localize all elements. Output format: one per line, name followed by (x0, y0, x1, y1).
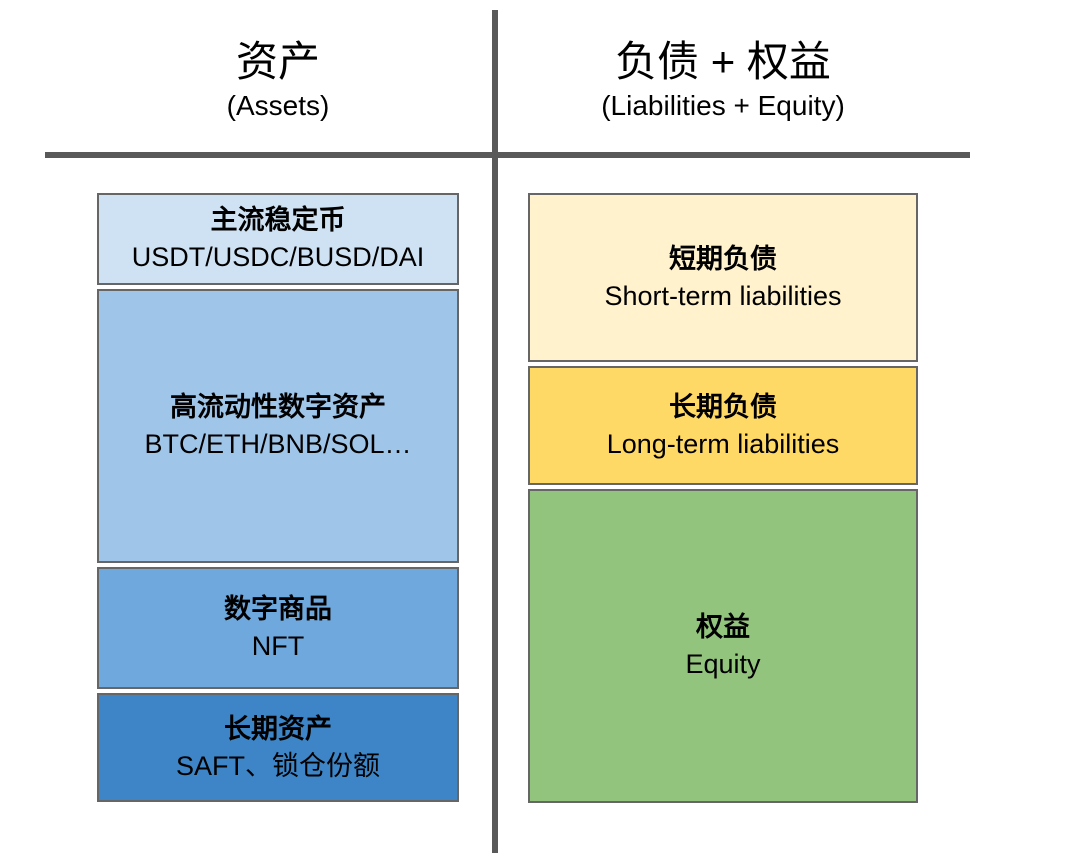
assets-title-en: (Assets) (226, 90, 330, 121)
equity-box: 权益 Equity (528, 489, 918, 803)
assets-column-header: 资产 (Assets) (97, 36, 459, 124)
liabilities-title-zh: 负债 + 权益 (615, 38, 831, 85)
asset-box-stablecoins: 主流稳定币 USDT/USDC/BUSD/DAI (97, 193, 459, 285)
box-title: 主流稳定币 (210, 205, 346, 235)
liabilities-title-en: (Liabilities + Equity) (601, 90, 845, 121)
vertical-divider-line (492, 10, 498, 853)
asset-box-digital-goods: 数字商品 NFT (97, 567, 459, 689)
box-subtitle: Short-term liabilities (604, 280, 842, 311)
box-title: 高流动性数字资产 (170, 392, 386, 422)
box-subtitle: USDT/USDC/BUSD/DAI (131, 242, 425, 272)
assets-box-column: 主流稳定币 USDT/USDC/BUSD/DAI 高流动性数字资产 BTC/ET… (97, 193, 459, 802)
box-subtitle: SAFT、锁仓份额 (175, 750, 380, 781)
box-title: 短期负债 (669, 243, 777, 274)
box-subtitle: Equity (685, 649, 761, 679)
assets-title-zh: 资产 (235, 38, 320, 85)
liability-box-long-term: 长期负债 Long-term liabilities (528, 366, 918, 485)
box-title: 长期负债 (669, 391, 777, 422)
box-subtitle: NFT (251, 631, 305, 661)
box-title: 长期资产 (224, 713, 332, 744)
asset-box-long-term-assets: 长期资产 SAFT、锁仓份额 (97, 693, 459, 802)
box-subtitle: Long-term liabilities (606, 428, 840, 459)
liability-box-short-term: 短期负债 Short-term liabilities (528, 193, 918, 362)
asset-box-liquid-digital-assets: 高流动性数字资产 BTC/ETH/BNB/SOL… (97, 289, 459, 563)
box-title: 权益 (696, 612, 750, 642)
box-subtitle: BTC/ETH/BNB/SOL… (144, 429, 412, 459)
box-title: 数字商品 (224, 594, 332, 624)
liabilities-box-column: 短期负债 Short-term liabilities 长期负债 Long-te… (528, 193, 918, 803)
liabilities-column-header: 负债 + 权益 (Liabilities + Equity) (528, 36, 918, 124)
horizontal-divider-line (45, 152, 970, 158)
